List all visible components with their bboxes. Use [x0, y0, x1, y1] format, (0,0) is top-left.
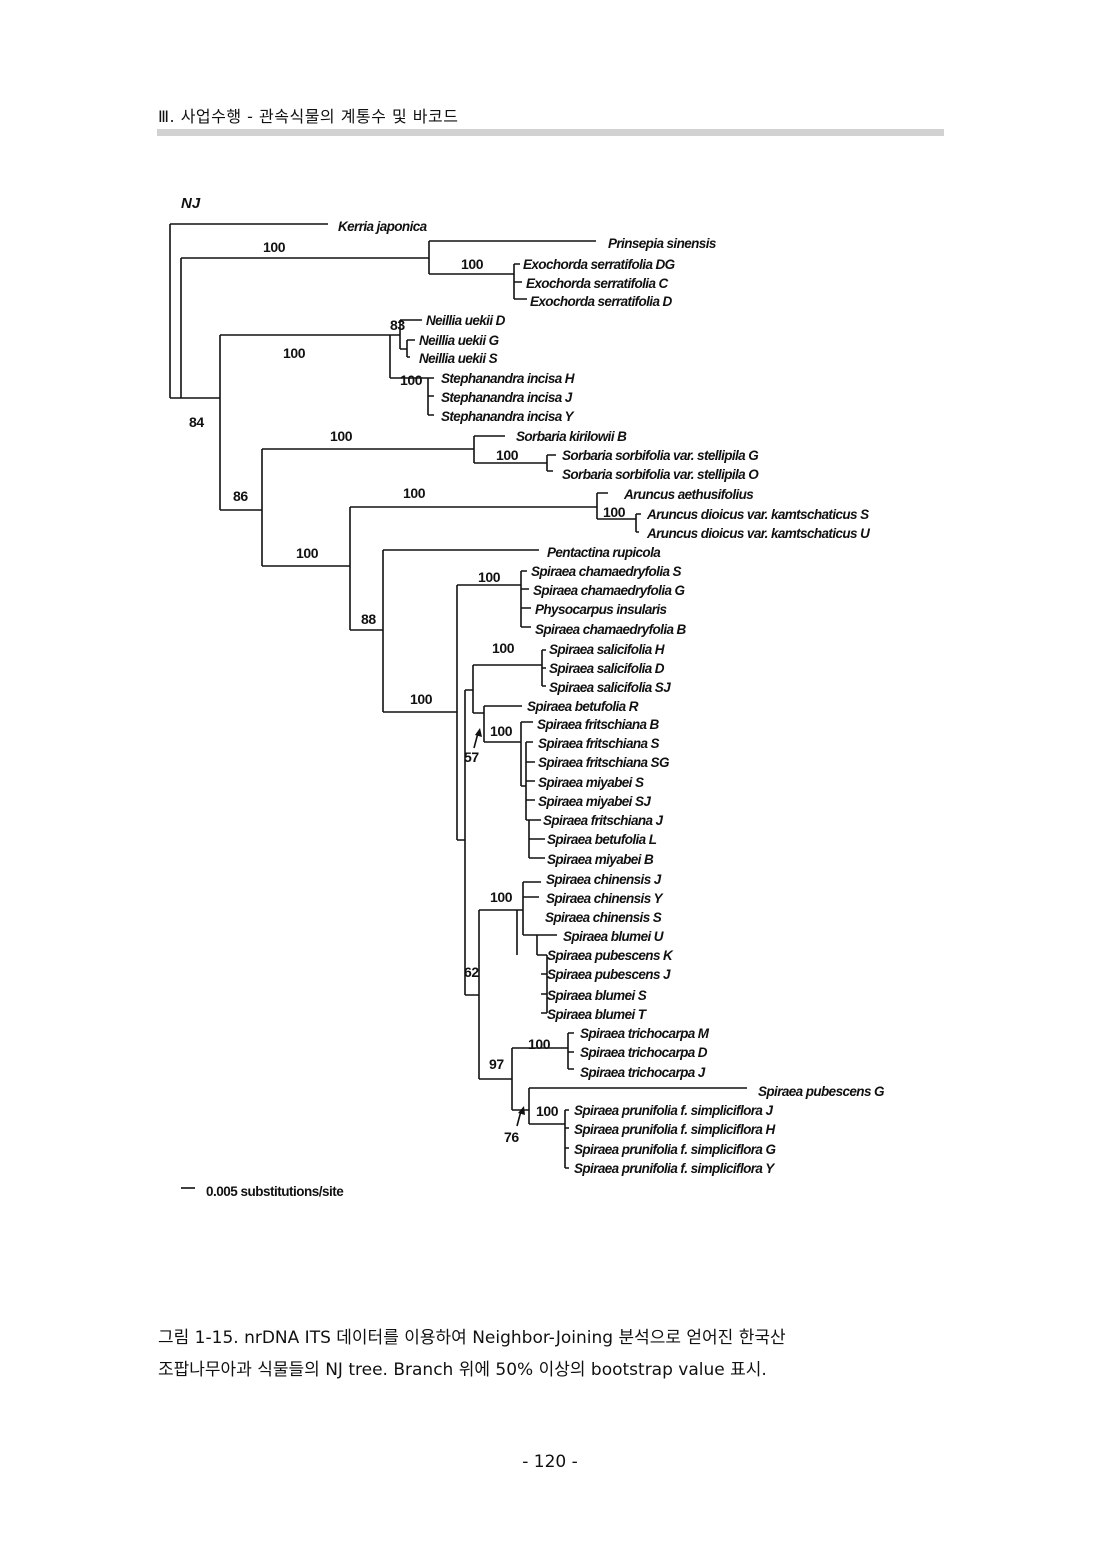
bootstrap-value: 86 — [233, 488, 248, 504]
bootstrap-value: 100 — [330, 428, 353, 444]
tip-label: Spiraea betufolia L — [547, 832, 657, 847]
bootstrap-value: 57 — [464, 749, 479, 765]
tip-label: Spiraea fritschiana S — [538, 736, 660, 751]
tip-label: Stephanandra incisa J — [441, 390, 573, 405]
tip-label: Spiraea prunifolia f. simpliciflora J — [574, 1103, 773, 1118]
tip-label: Stephanandra incisa Y — [441, 409, 576, 424]
running-header: Ⅲ. 사업수행 - 관속식물의 계통수 및 바코드 — [158, 107, 459, 126]
tip-label: Spiraea pubescens G — [758, 1084, 885, 1099]
bootstrap-value: 100 — [283, 345, 306, 361]
tip-label: Spiraea prunifolia f. simpliciflora G — [574, 1142, 776, 1157]
header-rule — [157, 129, 944, 136]
tip-label: Prinsepia sinensis — [608, 236, 717, 251]
tip-labels: Kerria japonica Prinsepia sinensis Exoch… — [338, 219, 886, 1176]
tip-label: Spiraea miyabei B — [547, 852, 654, 867]
tip-label: Spiraea prunifolia f. simpliciflora Y — [574, 1161, 776, 1176]
tip-label: Kerria japonica — [338, 219, 428, 234]
tip-label: Spiraea fritschiana J — [543, 813, 664, 828]
tip-label: Spiraea chamaedryfolia S — [531, 564, 682, 579]
bootstrap-value: 100 — [400, 372, 423, 388]
tip-label: Spiraea chinensis Y — [546, 891, 665, 906]
bootstrap-value: 76 — [504, 1129, 519, 1145]
tree-branches — [169, 223, 747, 1169]
bootstrap-value: 100 — [461, 256, 484, 272]
bootstrap-value: 84 — [189, 414, 204, 430]
page-number: - 120 - — [522, 1452, 578, 1472]
tip-label: Aruncus dioicus var. kamtschaticus S — [646, 507, 869, 522]
tip-label: Spiraea pubescens J — [547, 967, 671, 982]
arrow-marker-57 — [475, 728, 482, 737]
tip-label: Sorbaria sorbifolia var. stellipila O — [562, 467, 759, 482]
bootstrap-value: 100 — [490, 723, 513, 739]
tip-label: Spiraea blumei U — [563, 929, 665, 944]
tip-label: Aruncus dioicus var. kamtschaticus U — [646, 526, 871, 541]
bootstrap-value: 97 — [489, 1056, 504, 1072]
tip-label: Spiraea trichocarpa J — [580, 1065, 706, 1080]
arrow-marker-76 — [518, 1106, 525, 1115]
tip-label: Neillia uekii G — [419, 333, 500, 348]
tip-label: Spiraea fritschiana B — [537, 717, 660, 732]
bootstrap-value: 100 — [536, 1103, 559, 1119]
tip-label: Spiraea chinensis J — [546, 872, 662, 887]
bootstrap-values: 100 100 83 100 100 84 100 100 86 100 100… — [189, 239, 626, 1145]
method-label: NJ — [181, 195, 201, 212]
bootstrap-value: 100 — [496, 447, 519, 463]
caption-line-2: 조팝나무아과 식물들의 NJ tree. Branch 위에 50% 이상의 b… — [158, 1360, 767, 1380]
bootstrap-value: 62 — [464, 964, 479, 980]
tip-label: Spiraea trichocarpa D — [580, 1045, 708, 1060]
tip-label: Spiraea fritschiana SG — [538, 755, 670, 770]
bootstrap-value: 100 — [403, 485, 426, 501]
scale-label: 0.005 substitutions/site — [206, 1184, 344, 1199]
bootstrap-value: 100 — [603, 504, 626, 520]
tip-label: Sorbaria sorbifolia var. stellipila G — [562, 448, 759, 463]
tip-label: Spiraea salicifolia SJ — [549, 680, 671, 695]
tip-label: Spiraea blumei S — [547, 988, 647, 1003]
tip-label: Spiraea miyabei S — [538, 775, 644, 790]
bootstrap-value: 100 — [296, 545, 319, 561]
tip-label: Spiraea blumei T — [547, 1007, 648, 1022]
bootstrap-value: 100 — [492, 640, 515, 656]
figure-caption: 그림 1-15. nrDNA ITS 데이터를 이용하여 Neighbor-Jo… — [158, 1322, 948, 1386]
bootstrap-value: 100 — [478, 569, 501, 585]
tip-label: Neillia uekii S — [419, 351, 498, 366]
tip-label: Spiraea salicifolia D — [549, 661, 665, 676]
tip-label: Aruncus aethusifolius — [623, 487, 754, 502]
tip-label: Spiraea pubescens K — [547, 948, 674, 963]
tip-label: Spiraea salicifolia H — [549, 642, 665, 657]
tip-label: Spiraea miyabei SJ — [538, 794, 651, 809]
tip-label: Exochorda serratifolia DG — [523, 257, 676, 272]
tip-label: Spiraea chamaedryfolia G — [533, 583, 686, 598]
tip-label: Spiraea betufolia R — [527, 699, 639, 714]
tip-label: Physocarpus insularis — [535, 602, 668, 617]
tip-label: Stephanandra incisa H — [441, 371, 575, 386]
tip-label: Neillia uekii D — [426, 313, 506, 328]
bootstrap-value: 83 — [390, 317, 405, 333]
tip-label: Spiraea chamaedryfolia B — [535, 622, 687, 637]
tip-label: Spiraea trichocarpa M — [580, 1026, 710, 1041]
tip-label: Exochorda serratifolia D — [530, 294, 672, 309]
bootstrap-value: 100 — [410, 691, 433, 707]
tip-label: Exochorda serratifolia C — [526, 276, 668, 291]
caption-line-1: 그림 1-15. nrDNA ITS 데이터를 이용하여 Neighbor-Jo… — [158, 1328, 786, 1348]
bootstrap-value: 100 — [490, 889, 513, 905]
tip-label: Pentactina rupicola — [547, 545, 661, 560]
tip-label: Sorbaria kirilowii B — [516, 429, 627, 444]
bootstrap-value: 88 — [361, 611, 376, 627]
tip-label: Spiraea prunifolia f. simpliciflora H — [574, 1122, 775, 1137]
bootstrap-value: 100 — [528, 1036, 551, 1052]
bootstrap-value: 100 — [263, 239, 286, 255]
tip-label: Spiraea chinensis S — [545, 910, 662, 925]
nj-tree-figure: NJ 0.005 substitutions/site Kerria — [169, 195, 886, 1199]
